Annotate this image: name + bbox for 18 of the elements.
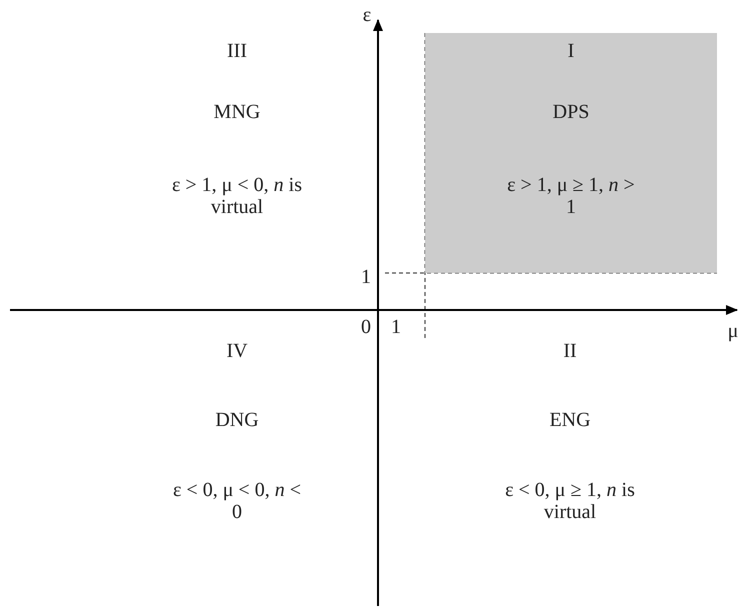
label-text: μ <box>726 320 740 342</box>
label-text: 0 <box>360 316 372 338</box>
label-text: 1 <box>360 266 372 288</box>
label-text: 1 <box>390 316 402 338</box>
label-text: ENG <box>548 409 592 431</box>
region-name: DPS <box>552 101 590 123</box>
label-text: IV <box>225 340 249 362</box>
label-text: MNG <box>212 101 262 123</box>
label-text: ε > 1, μ < 0, n is virtual <box>170 174 304 218</box>
label-text: ε < 0, μ ≥ 1, n is virtual <box>504 479 636 523</box>
condition-text: ε > 1, μ ≥ 1, n > 1 <box>506 174 636 218</box>
label-text: DNG <box>214 409 260 431</box>
label-text: III <box>226 40 248 62</box>
shaded-region <box>425 33 717 273</box>
label-text: ε <box>362 4 372 26</box>
label-text: ε < 0, μ < 0, n < 0 <box>172 479 302 523</box>
quadrant-number: I <box>566 40 576 62</box>
label-text: II <box>562 340 578 362</box>
